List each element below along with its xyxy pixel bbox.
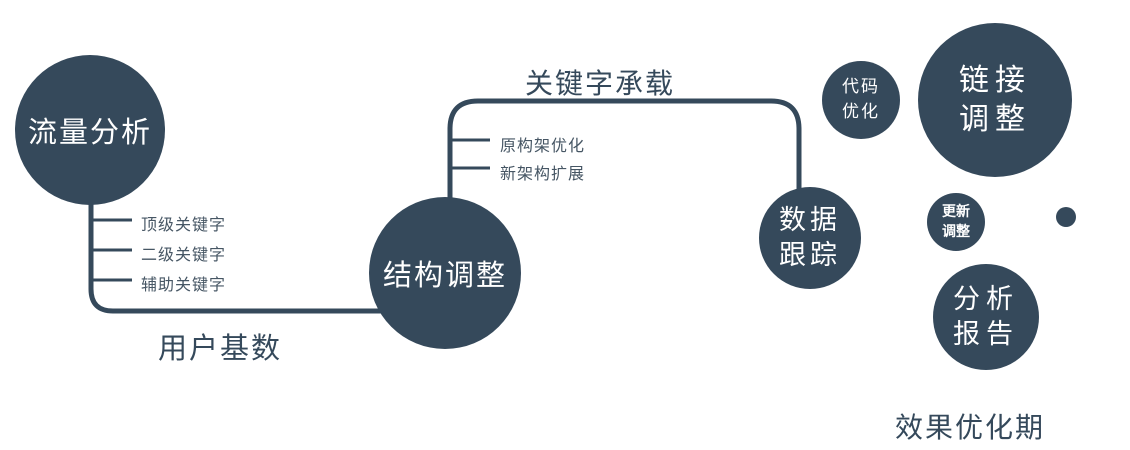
- branch-label-secondary-keywords: 二级关键字: [141, 247, 227, 264]
- node-analysis-report-label: 分析 报告: [953, 283, 1019, 349]
- edge-label-user-base: 用户基数: [157, 333, 282, 365]
- node-data-tracking-label: 数据 跟踪: [779, 204, 841, 270]
- node-link-adjustment: 链接 调整: [918, 23, 1072, 177]
- node-code-optimization: 代码 优化: [822, 61, 900, 139]
- node-update-adjustment-label: 更新 调整: [942, 203, 970, 239]
- node-structure-adjustment: 结构调整: [369, 197, 521, 349]
- node-analysis-report: 分析 报告: [933, 264, 1039, 370]
- node-link-adjustment-label: 链接 调整: [959, 64, 1031, 136]
- node-traffic-analysis: 流量分析: [15, 55, 165, 205]
- connector-stage2-stage3: [447, 98, 802, 212]
- bullet-dot: [1056, 207, 1076, 227]
- node-code-optimization-label: 代码 优化: [842, 77, 880, 121]
- node-traffic-analysis-label: 流量分析: [27, 117, 152, 149]
- node-data-tracking: 数据 跟踪: [759, 187, 861, 289]
- node-structure-adjustment-label: 结构调整: [382, 260, 507, 292]
- edge-label-keyword-bearing: 关键字承载: [524, 68, 675, 99]
- branch-label-new-framework: 新架构扩展: [500, 166, 586, 183]
- branch-label-original-framework: 原构架优化: [500, 138, 586, 155]
- footer-label-optimization-period: 效果优化期: [894, 412, 1045, 443]
- branch-label-top-keywords: 顶级关键字: [141, 217, 227, 234]
- branch-label-auxiliary-keywords: 辅助关键字: [141, 277, 227, 294]
- node-update-adjustment: 更新 调整: [927, 193, 985, 251]
- connector-stage1-stage2: [88, 160, 385, 314]
